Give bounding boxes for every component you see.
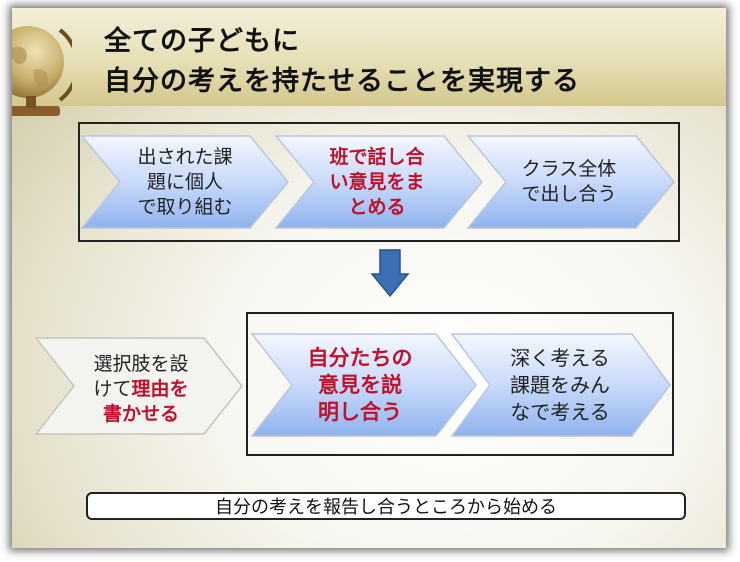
title-line-2: 自分の考えを持たせることを実現する (104, 66, 580, 97)
footer-box: 自分の考えを報告し合うところから始める (86, 492, 686, 520)
step-text-5: 自分たちの 意見を説 明し合う (307, 345, 413, 424)
step-text-4: 選択肢を設 けて理由を 書かせる (76, 338, 206, 434)
globe-icon (12, 26, 72, 116)
down-arrow-icon (370, 249, 410, 298)
step-text-4-d: 書かせる (102, 403, 179, 425)
step-chevron-5 (250, 333, 477, 437)
step-text-1: 出された課 題に個人 で取り組む (137, 145, 233, 218)
step-chevron-1 (80, 135, 289, 229)
step-text-4-a: 選択肢を設 (93, 353, 189, 375)
step-chevron-2 (274, 135, 483, 229)
step-chevron-3 (466, 135, 675, 229)
slide: 全ての子どもに 自分の考えを持たせることを実現する 出された課 題に個人 で取り… (12, 8, 726, 548)
step-text-3: クラス全体 で出し合う (521, 158, 617, 205)
row1-frame (78, 122, 680, 242)
step-chevron-4 (34, 337, 243, 435)
step-chevron-6 (450, 333, 671, 437)
title-line-1: 全ての子どもに (104, 26, 300, 57)
step-text-4-c: 理由を (131, 378, 189, 400)
page-title: 全ての子どもに 自分の考えを持たせることを実現する (104, 22, 580, 102)
step-text-6: 深く考える 課題をみん なで考える (510, 345, 610, 424)
step-text-4-b: けて (93, 378, 132, 400)
footer-text: 自分の考えを報告し合うところから始める (215, 497, 557, 518)
row2-frame (246, 312, 674, 456)
title-band (12, 8, 726, 106)
step-text-2: 班で話し合 い意見をま とめる (329, 145, 425, 218)
